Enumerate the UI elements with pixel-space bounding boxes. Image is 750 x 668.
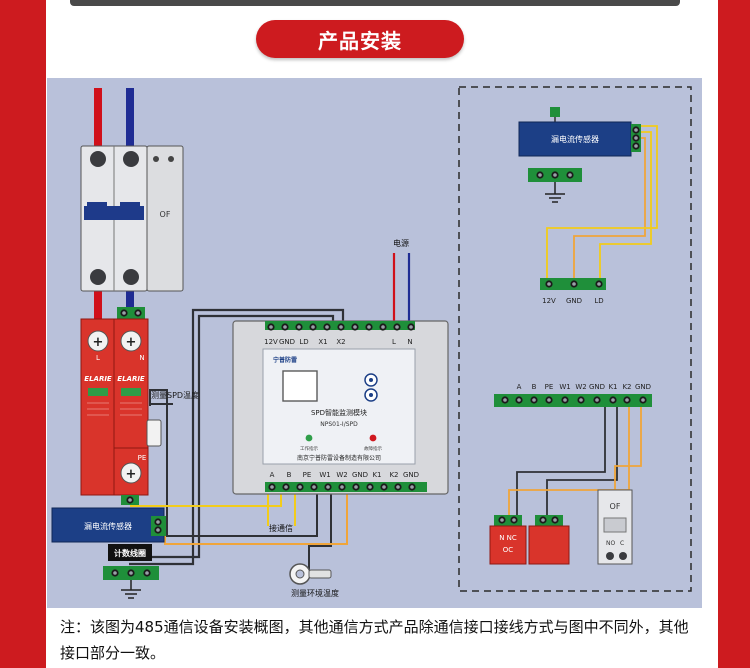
module-bottom-terminal-k2: K2 <box>389 471 398 479</box>
surge-protective-device: + + L N ELARIE ELARIE + PE <box>80 307 149 505</box>
breaker-spd-l-wire <box>94 291 102 319</box>
module-top-terminal-gnd: GND <box>279 338 295 346</box>
right-top-ground-terminal <box>550 107 560 122</box>
spd-terminal-pe: PE <box>138 454 147 462</box>
module-model: NPS01-I/SPD <box>320 421 358 428</box>
right-sensor-terminal-gnd: GND <box>566 297 582 305</box>
counter-coil-label: 计数线圈 <box>114 548 146 558</box>
power-label: 电源 <box>393 238 409 248</box>
right-row-terminal-k1: K1 <box>608 383 617 391</box>
relay-nnc-label: N NC <box>499 534 517 542</box>
module-bottom-terminal-a: A <box>270 471 275 479</box>
right-row-terminal-a: A <box>517 383 522 391</box>
module-bottom-terminal-gnd2: GND <box>403 471 419 479</box>
right-earth-terminal-block <box>528 168 582 203</box>
of-auxiliary-contact: OF NO C <box>597 489 633 565</box>
module-bottom-terminal-b: B <box>287 471 292 479</box>
spd-temp-probe <box>146 419 162 447</box>
module-display <box>282 370 318 402</box>
right-sensor-wire-2 <box>573 137 646 278</box>
top-dark-bar <box>70 0 680 6</box>
alarm-indicator-led <box>369 434 377 442</box>
right-w-wire-1 <box>516 402 606 515</box>
env-temp-probe <box>289 563 332 585</box>
optional-module-dashed-box <box>458 86 692 592</box>
work-indicator-led <box>305 434 313 442</box>
circuit-breaker: OF <box>80 145 184 292</box>
module-bottom-terminal-k1: K1 <box>372 471 381 479</box>
module-bottom-terminal-w2: W2 <box>336 471 347 479</box>
spd-smart-monitoring-module: 12V GND LD X1 X2 L N 宁普防雷 SPD智能监测模块 NPS0… <box>232 320 449 495</box>
spd-temp-label: 测量SPD温度 <box>151 390 199 400</box>
breaker-spd-n-wire <box>126 291 134 319</box>
comm-label: 接通信 <box>269 523 293 533</box>
module-top-terminal-n: N <box>407 338 412 346</box>
svg-text:+: + <box>126 467 137 482</box>
work-indicator-label: 工作指示 <box>300 445 318 452</box>
module-bottom-terminal-pe: PE <box>303 471 312 479</box>
x2-cable <box>129 308 345 566</box>
right-sensor-wire-3 <box>546 125 658 278</box>
module-brand: 宁普防雷 <box>273 356 297 364</box>
pe-ground-wire <box>130 490 282 507</box>
module-top-terminal-ld: LD <box>299 338 308 346</box>
relay-oc-label: OC <box>503 546 514 554</box>
counter-coil-box <box>108 544 152 561</box>
right-w-wire-2 <box>546 402 618 515</box>
module-company: 南京宁普防雷设备制造有限公司 <box>297 454 381 462</box>
earth-terminal-block-left <box>103 566 159 599</box>
right-row-terminal-k2: K2 <box>622 383 631 391</box>
env-temp-cable <box>308 490 332 573</box>
right-row-terminal-pe: PE <box>545 383 554 391</box>
incoming-n-wire <box>126 88 134 148</box>
spd-temp-probe-cable <box>149 389 318 537</box>
right-sensor-wire-1 <box>599 131 652 278</box>
spd-brand-right: ELARIE <box>117 375 145 383</box>
module-top-terminal-l: L <box>392 338 396 346</box>
right-sensor-label: 漏电流传感器 <box>551 134 599 144</box>
installation-diagram-panel: OF + + L N ELARIE ELARIE + PE 测量SPD温度 漏电… <box>47 78 702 608</box>
right-row-terminal-w2: W2 <box>575 383 586 391</box>
module-top-terminal-12v: 12V <box>264 338 278 346</box>
right-sensor-terminal-ld: LD <box>594 297 603 305</box>
section-title: 产品安装 <box>318 28 402 53</box>
right-sensor-terminal-12v: 12V <box>542 297 556 305</box>
left-red-frame <box>0 0 46 668</box>
leakage-current-sensor-left: 漏电流传感器 <box>51 507 166 543</box>
right-row-terminal-gnd2: GND <box>635 383 651 391</box>
of-label: OF <box>610 502 621 511</box>
of-no-label: NO <box>606 540 615 547</box>
env-temp-label: 测量环境温度 <box>291 588 339 598</box>
right-row-terminal-b: B <box>532 383 537 391</box>
of-c-label: C <box>620 540 624 547</box>
module-bottom-terminal-gnd: GND <box>352 471 368 479</box>
module-top-terminal-x1: X1 <box>318 338 327 346</box>
svg-text:+: + <box>126 335 137 350</box>
incoming-l-wire <box>94 88 102 148</box>
x1-cable <box>129 314 335 559</box>
installation-note: 注：该图为485通信设备安装概图，其他通信方式产品除通信接口接线方式与图中不同外… <box>60 618 689 662</box>
module-bottom-terminal-w1: W1 <box>319 471 330 479</box>
left-sensor-label: 漏电流传感器 <box>84 521 132 531</box>
right-k-wire-1 <box>508 402 630 515</box>
spd-brand-left: ELARIE <box>84 375 112 383</box>
right-red-frame <box>718 0 750 668</box>
wiring-diagram: OF + + L N ELARIE ELARIE + PE 测量SPD温度 漏电… <box>51 86 692 599</box>
module-top-terminal-x2: X2 <box>336 338 345 346</box>
breaker-of-label: OF <box>160 210 171 219</box>
relay-contact-boxes: N NC OC <box>489 515 570 565</box>
leakage-current-sensor-right: 漏电流传感器 <box>518 121 641 157</box>
section-title-pill: 产品安装 <box>256 20 464 58</box>
svg-text:+: + <box>93 335 104 350</box>
right-row-terminal-w1: W1 <box>559 383 570 391</box>
spd-terminal-n: N <box>139 354 144 362</box>
right-sensor-terminal-block: 12V GND LD <box>540 278 606 305</box>
alarm-indicator-label: 故障指示 <box>364 445 382 452</box>
spd-terminal-l: L <box>96 354 100 362</box>
right-terminal-row: A B PE W1 W2 GND K1 K2 GND <box>494 383 652 407</box>
module-name: SPD智能监测模块 <box>311 408 367 417</box>
right-row-terminal-gnd: GND <box>589 383 605 391</box>
